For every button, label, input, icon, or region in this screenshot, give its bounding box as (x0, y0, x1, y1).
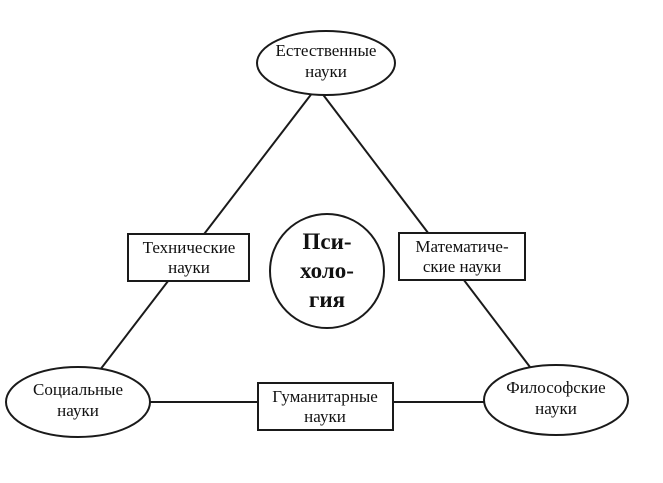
node-natural-sciences-line1: Естественные (276, 41, 377, 60)
node-mathematical-sciences-line1: Математиче- (415, 237, 509, 256)
node-mathematical-sciences-line2: ские науки (423, 257, 501, 276)
node-technical-sciences: Технические науки (127, 233, 250, 282)
node-psychology-line2: холо- (300, 258, 354, 283)
node-social-sciences: Социальные науки (5, 366, 151, 438)
node-natural-sciences: Естественные науки (256, 30, 396, 96)
node-psychology: Пси- холо- гия (269, 213, 385, 329)
node-social-sciences-line1: Социальные (33, 380, 123, 399)
node-mathematical-sciences: Математиче- ские науки (398, 232, 526, 281)
node-technical-sciences-line2: науки (168, 258, 210, 277)
node-philosophical-sciences-line2: науки (535, 399, 577, 418)
node-psychology-line1: Пси- (302, 229, 351, 254)
node-technical-sciences-line1: Технические (143, 238, 236, 257)
node-humanities: Гуманитарные науки (257, 382, 394, 431)
node-social-sciences-line2: науки (57, 401, 99, 420)
node-humanities-line1: Гуманитарные (272, 387, 378, 406)
node-humanities-line2: науки (304, 407, 346, 426)
node-philosophical-sciences-line1: Философские (506, 378, 605, 397)
node-psychology-line3: гия (309, 287, 345, 312)
node-philosophical-sciences: Философские науки (483, 364, 629, 436)
node-natural-sciences-line2: науки (305, 62, 347, 81)
